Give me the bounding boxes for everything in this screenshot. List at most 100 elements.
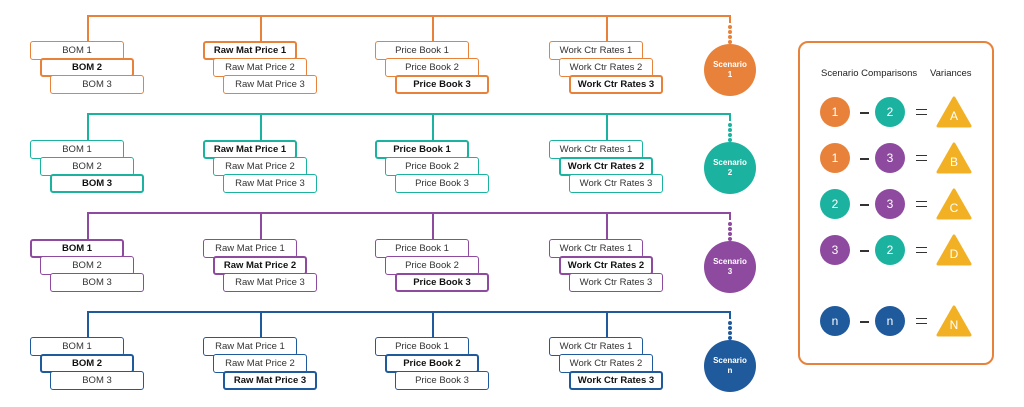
comparison-scenario-b: n [875,306,905,336]
scenario-label: Scenario [713,60,747,69]
comparison-scenario-a: n [820,306,850,336]
variance-triangle-icon: D [936,234,972,266]
connector-dot [728,30,732,34]
scenario-label: Scenario [713,158,747,167]
option-card[interactable]: Price Book 3 [395,371,489,390]
option-card[interactable]: Price Book 3 [395,75,489,94]
connector-dot [728,321,732,325]
option-card[interactable]: Raw Mat Price 3 [223,273,317,292]
variance-label: C [949,201,959,215]
legend-header-comparisons: Scenario Comparisons [821,68,918,79]
comparison-scenario-a: 1 [820,143,850,173]
option-card[interactable]: Work Ctr Rates 3 [569,371,663,390]
column-drop-line [260,113,262,140]
connector-dot [728,35,732,39]
scenario-number: 1 [727,70,733,79]
option-card[interactable]: Raw Mat Price 3 [223,75,317,94]
column-drop-line [432,212,434,239]
variance-triangle-icon: C [936,188,972,220]
connector-dot [728,128,732,132]
column-drop-line [606,113,608,140]
scenario-label: Scenario [713,257,747,266]
minus-sign [860,158,869,160]
option-card[interactable]: BOM 3 [50,371,144,390]
column-drop-line [87,113,89,140]
scenario-number: 3 [727,267,733,276]
variance-label: D [949,247,959,261]
connector-dot [728,40,732,44]
column-drop-line [260,15,262,41]
option-card[interactable]: Price Book 3 [395,273,489,292]
variance-triangle-icon: A [936,96,972,128]
scenario-drop-line [729,15,731,23]
connector-dot [728,123,732,127]
connector-dot [728,25,732,29]
option-card[interactable]: Price Book 3 [395,174,489,193]
option-card[interactable]: Work Ctr Rates 3 [569,174,663,193]
comparison-scenario-a: 1 [820,97,850,127]
scenario-label: Scenario [713,356,747,365]
scenario-number: n [727,366,733,375]
minus-sign [860,321,869,323]
option-card[interactable]: BOM 3 [50,75,144,94]
scenario-drop-line [729,113,731,121]
scenario-connector-line [87,212,730,214]
comparison-scenario-b: 3 [875,143,905,173]
column-drop-line [606,212,608,239]
variance-label: B [949,155,958,169]
equals-sign [916,318,927,324]
scenario-drop-line [729,212,731,220]
connector-dot [728,222,732,226]
column-drop-line [606,311,608,337]
scenario-connector-line [87,113,730,115]
scenario-drop-line [729,311,731,319]
equals-sign [916,201,927,207]
connector-dot [728,336,732,340]
column-drop-line [606,15,608,41]
column-drop-line [87,212,89,239]
option-card[interactable]: BOM 3 [50,174,144,193]
option-card[interactable]: Raw Mat Price 3 [223,174,317,193]
minus-sign [860,112,869,114]
equals-sign [916,155,927,161]
column-drop-line [432,113,434,140]
connector-dot [728,232,732,236]
connector-dot [728,237,732,241]
connector-dot [728,138,732,142]
legend-header-variances: Variances [930,68,972,79]
scenario-number: 2 [727,168,733,177]
scenario-connector-line [87,311,730,313]
option-card[interactable]: Work Ctr Rates 3 [569,273,663,292]
equals-sign [916,247,927,253]
comparison-scenario-a: 2 [820,189,850,219]
column-drop-line [260,212,262,239]
variance-triangle-icon: N [936,305,972,337]
comparison-scenario-a: 3 [820,235,850,265]
connector-dot [728,133,732,137]
option-card[interactable]: BOM 3 [50,273,144,292]
option-card[interactable]: Work Ctr Rates 3 [569,75,663,94]
connector-dot [728,331,732,335]
column-drop-line [87,311,89,337]
column-drop-line [260,311,262,337]
scenario-connector-line [87,15,730,17]
column-drop-line [432,15,434,41]
option-card[interactable]: Raw Mat Price 3 [223,371,317,390]
column-drop-line [87,15,89,41]
variance-label: N [949,318,959,332]
equals-sign [916,109,927,115]
comparison-scenario-b: 3 [875,189,905,219]
comparison-scenario-b: 2 [875,97,905,127]
connector-dot [728,227,732,231]
minus-sign [860,204,869,206]
connector-dot [728,326,732,330]
comparison-scenario-b: 2 [875,235,905,265]
variance-label: A [949,109,958,123]
minus-sign [860,250,869,252]
